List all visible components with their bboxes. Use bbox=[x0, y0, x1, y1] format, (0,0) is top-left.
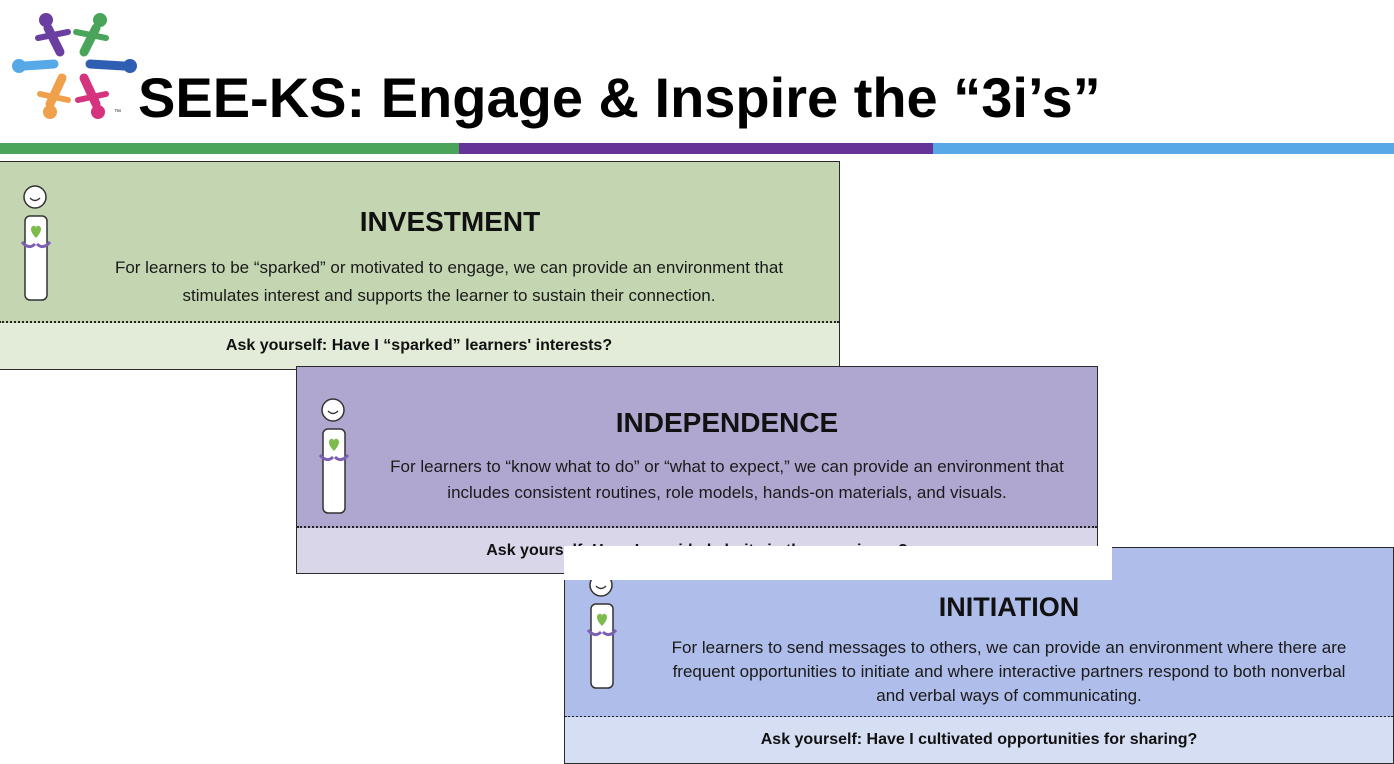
person-heart-icon bbox=[586, 573, 618, 689]
investment-ask-panel: Ask yourself: Have I “sparked” learners'… bbox=[0, 323, 839, 369]
initiation-body-line-1: For learners to send messages to others,… bbox=[671, 638, 1347, 657]
initiation-body-line-2: frequent opportunities to initiate and w… bbox=[672, 662, 1346, 681]
divider-bar-purple bbox=[459, 143, 933, 154]
independence-body-line-2: includes consistent routines, role model… bbox=[447, 483, 1007, 502]
person-heart-icon bbox=[318, 398, 350, 514]
slide-title: SEE-KS: Engage & Inspire the “3i’s” bbox=[138, 66, 1101, 129]
initiation-ask-text: Ask yourself: Have I cultivated opportun… bbox=[760, 731, 1198, 748]
investment-card: Ask yourself: Have I “sparked” learners'… bbox=[0, 161, 840, 370]
card-overlap-mask bbox=[564, 546, 1112, 580]
investment-body-line-1: For learners to be “sparked” or motivate… bbox=[114, 258, 784, 277]
independence-body-line-1: For learners to “know what to do” or “wh… bbox=[390, 457, 1064, 476]
initiation-body-line-3: and verbal ways of communicating. bbox=[876, 686, 1142, 705]
divider-bar-blue bbox=[933, 143, 1394, 154]
see-ks-logo-icon: ™ bbox=[12, 13, 137, 119]
investment-heading: INVESTMENT bbox=[359, 206, 541, 237]
initiation-ask-panel: Ask yourself: Have I cultivated opportun… bbox=[565, 717, 1393, 763]
initiation-heading: INITIATION bbox=[938, 592, 1080, 622]
independence-card-top bbox=[297, 367, 1097, 528]
independence-heading: INDEPENDENCE bbox=[615, 407, 839, 438]
independence-card: Ask yourself: Have I provided clarity in… bbox=[296, 366, 1098, 574]
divider-bar-green bbox=[0, 143, 459, 154]
investment-body-line-2: stimulates interest and supports the lea… bbox=[182, 286, 716, 305]
investment-ask-text: Ask yourself: Have I “sparked” learners'… bbox=[225, 337, 613, 354]
initiation-card: Ask yourself: Have I cultivated opportun… bbox=[564, 546, 1394, 764]
person-heart-icon bbox=[20, 185, 52, 301]
investment-card-top bbox=[0, 162, 839, 323]
trademark-symbol: ™ bbox=[114, 109, 121, 116]
